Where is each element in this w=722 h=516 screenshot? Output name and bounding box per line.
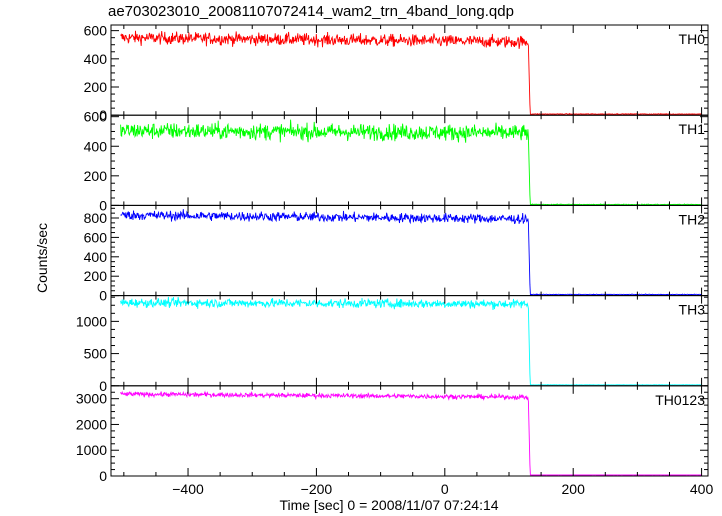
series-line-th1 <box>120 119 702 206</box>
y-tick-label: 0 <box>99 288 107 304</box>
y-tick-label: 400 <box>84 51 108 67</box>
panel-frame <box>110 295 709 387</box>
panel-frame <box>110 385 709 477</box>
series-line-th3 <box>120 296 702 386</box>
series-line-th0 <box>120 30 702 116</box>
panel-label: TH0123 <box>655 392 705 408</box>
y-tick-label: 800 <box>84 210 108 226</box>
y-tick-label: 0 <box>99 378 107 394</box>
panel-label: TH3 <box>679 302 706 318</box>
x-axis-label: Time [sec] 0 = 2008/11/07 07:24:14 <box>279 497 499 513</box>
y-tick-label: 600 <box>84 109 108 125</box>
y-tick-label: 200 <box>84 268 108 284</box>
panel-label: TH2 <box>679 211 706 227</box>
y-tick-label: 600 <box>84 23 108 39</box>
y-tick-label: 1000 <box>76 313 107 329</box>
series-line-th2 <box>120 209 702 296</box>
chart-title: ae703023010_20081107072414_wam2_trn_4ban… <box>108 3 514 20</box>
y-axis-label: Counts/sec <box>34 222 50 294</box>
x-tick-label: 0 <box>441 481 449 497</box>
y-tick-label: 400 <box>84 249 108 265</box>
y-tick-label: 3000 <box>76 391 107 407</box>
panel-label: TH1 <box>679 121 706 137</box>
y-tick-label: 2000 <box>76 416 107 432</box>
series-line-th0123 <box>120 390 702 476</box>
y-tick-label: 600 <box>84 229 108 245</box>
y-tick-label: 1000 <box>76 442 107 458</box>
y-tick-label: 400 <box>84 138 108 154</box>
y-tick-label: 0 <box>99 197 107 213</box>
y-tick-label: 200 <box>84 168 108 184</box>
y-tick-label: 0 <box>99 468 107 484</box>
y-tick-label: 0 <box>99 107 107 123</box>
x-tick-label: 400 <box>690 481 714 497</box>
panel-frame <box>110 114 709 206</box>
y-tick-label: 200 <box>84 79 108 95</box>
x-tick-label: −200 <box>301 481 333 497</box>
x-tick-label: −400 <box>172 481 204 497</box>
panel-label: TH0 <box>679 31 706 47</box>
x-tick-label: 200 <box>562 481 586 497</box>
y-tick-label: 500 <box>84 346 108 362</box>
